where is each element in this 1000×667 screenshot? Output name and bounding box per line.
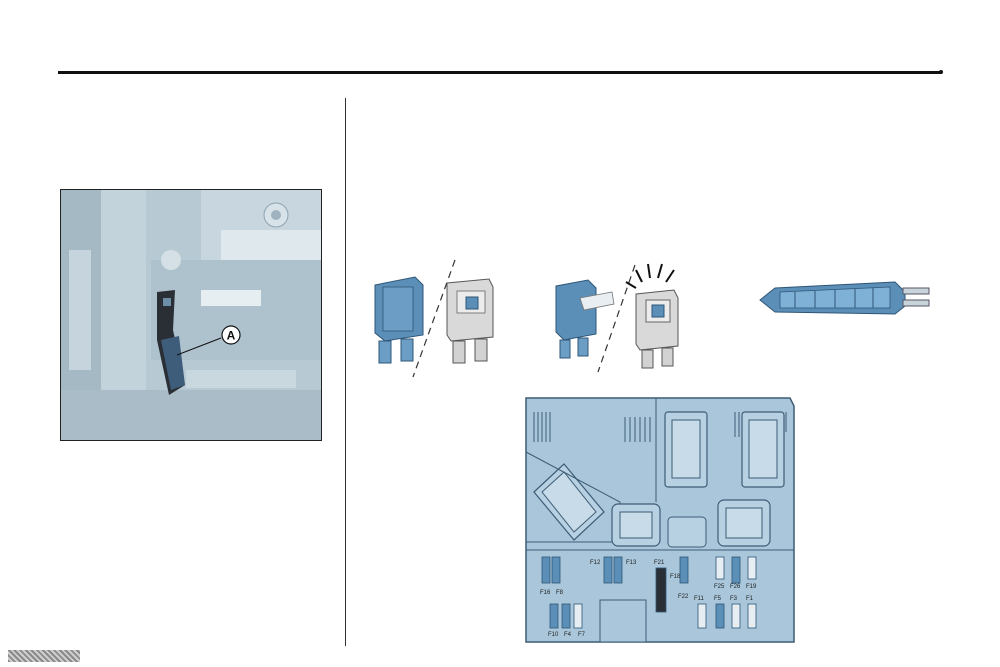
fuse-lever-photo: A xyxy=(60,189,322,441)
fuse-label-f19: F19 xyxy=(746,584,757,590)
fuse-puller-tweezers-icon xyxy=(759,281,930,315)
fuse-label-f8: F8 xyxy=(556,590,564,596)
fuse-label-f16: F16 xyxy=(540,590,551,596)
footer-pattern-mark xyxy=(8,650,80,662)
fuse-label-f1: F1 xyxy=(746,596,754,602)
fuse-label-f22: F22 xyxy=(678,594,689,600)
blown-fuse-grey-icon xyxy=(625,263,679,369)
good-fuse-grey-icon xyxy=(446,278,494,364)
fuse-label-f4: F4 xyxy=(564,632,572,638)
fuse-label-f13: F13 xyxy=(626,560,637,566)
fuse-label-f25: F25 xyxy=(714,584,725,590)
callout-a: A xyxy=(227,329,236,343)
fuse-label-f12: F12 xyxy=(590,560,601,566)
good-fuse-blue-icon xyxy=(374,276,424,364)
fuse-label-f3: F3 xyxy=(730,596,738,602)
fuse-label-f10: F10 xyxy=(548,632,559,638)
column-divider xyxy=(345,98,346,646)
fuse-label-f21: F21 xyxy=(654,560,665,566)
fuse-label-f5: F5 xyxy=(714,596,722,602)
blown-fuses-illustration xyxy=(555,263,679,373)
good-fuses-illustration xyxy=(374,259,494,378)
fuse-label-f11: F11 xyxy=(694,596,705,602)
blown-fuse-blue-icon xyxy=(555,279,615,359)
fuse-label-f26: F26 xyxy=(730,584,741,590)
fuse-label-f18: F18 xyxy=(670,574,681,580)
fuse-label-f7: F7 xyxy=(578,632,586,638)
fuse-box-diagram: F12 F13 F16 F8 F10 F4 F7 F21 F22 F11 F5 … xyxy=(525,397,795,643)
header-rule xyxy=(58,71,942,74)
dashboard-illustration: A xyxy=(61,190,321,440)
header-rule-end-dot xyxy=(939,70,943,74)
